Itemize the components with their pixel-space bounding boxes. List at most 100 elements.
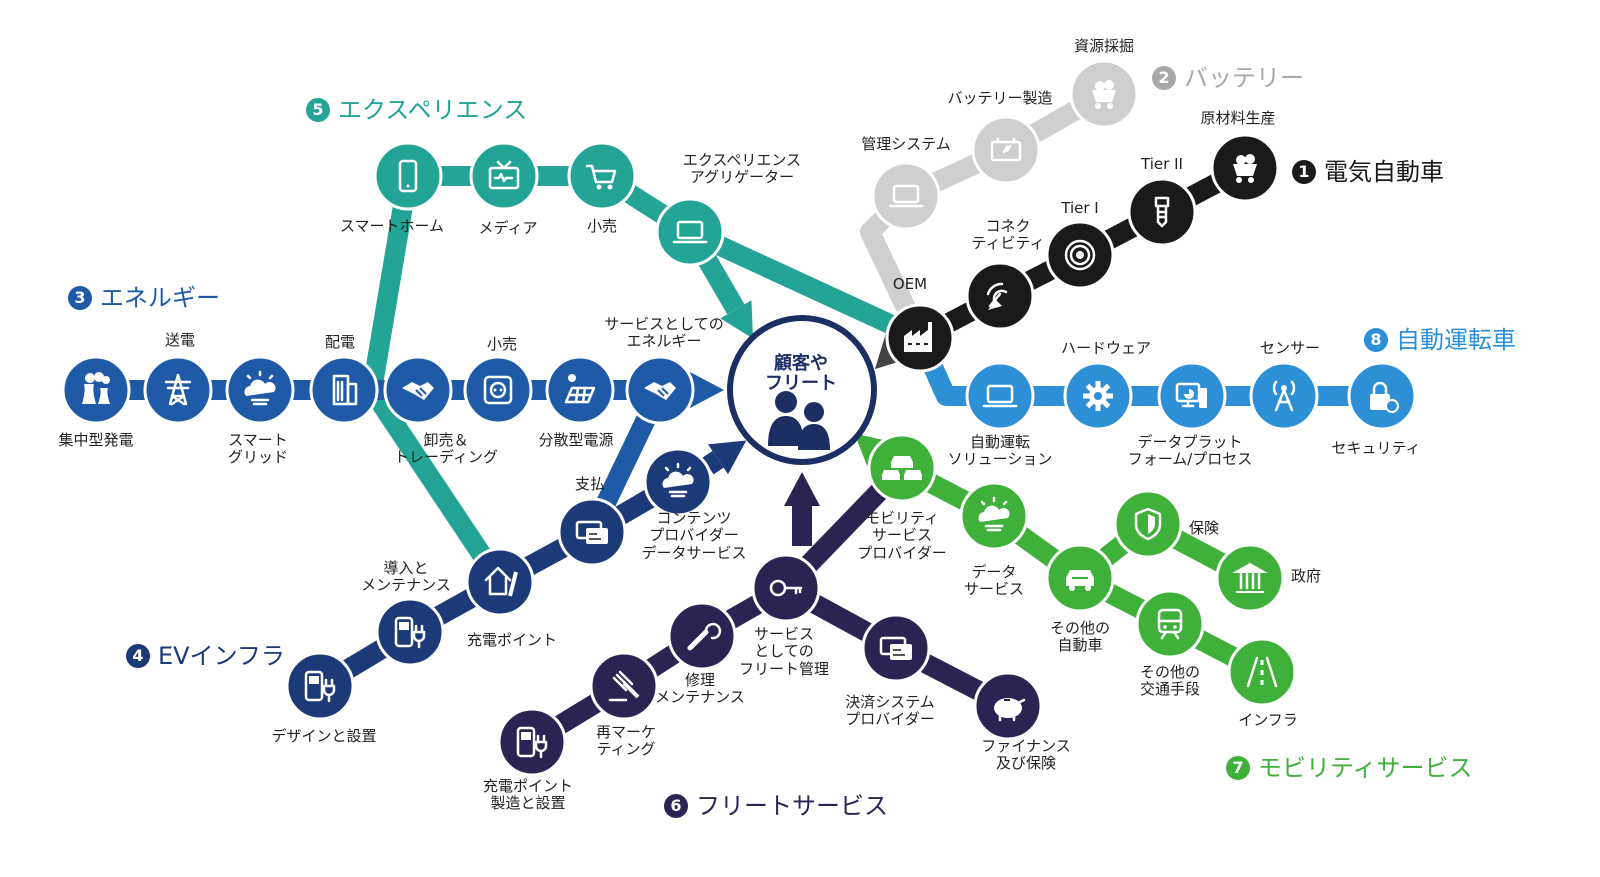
station-label-aggregator: エクスペリエンス アグリゲーター — [682, 151, 802, 187]
station-infra — [1227, 637, 1297, 707]
station-label-insurance: 保険 — [1188, 519, 1220, 537]
station-circle — [309, 355, 379, 425]
outlet-icon — [483, 375, 513, 405]
station-soden — [143, 355, 213, 425]
station-label-fleet_mgmt: サービス としての フリート管理 — [738, 625, 830, 678]
station-circle — [463, 355, 533, 425]
station-circle — [143, 355, 213, 425]
hub-circle — [727, 315, 877, 465]
station-circle — [497, 707, 567, 777]
station-oem — [885, 303, 955, 373]
line-title-text: エネルギー — [100, 284, 220, 312]
station-label-auto_solution: 自動運転 ソリューション — [947, 433, 1053, 469]
power-plant-icon — [82, 372, 110, 404]
car-icon — [1066, 570, 1094, 591]
station-label-genzairyo: 原材料生産 — [1200, 109, 1276, 127]
cloud-icon — [244, 370, 276, 406]
arrow-head-ev_infra — [708, 440, 747, 475]
line-title-text: エクスペリエンス — [338, 96, 528, 124]
line-number-badge: 1 — [1292, 160, 1316, 184]
station-label-connect: コネク ティビティ — [971, 217, 1045, 253]
station-circle — [61, 355, 131, 425]
antenna-icon — [1272, 380, 1296, 412]
cloud-icon — [978, 496, 1010, 532]
cloud-icon — [662, 462, 694, 498]
station-label-kouri_exp: 小売 — [586, 217, 618, 235]
station-circle — [285, 651, 355, 721]
station-other_cars — [1045, 543, 1115, 613]
station-finance — [973, 671, 1043, 741]
station-label-data_service: データ サービス — [963, 563, 1025, 599]
charger-icon — [516, 726, 548, 759]
line-number-badge: 3 — [68, 286, 92, 310]
solar-icon — [564, 374, 596, 404]
card-icon — [575, 520, 608, 544]
station-security — [1347, 361, 1417, 431]
cart-icon — [585, 164, 617, 190]
arrow-head-experience — [720, 300, 754, 339]
station-repair — [667, 601, 737, 671]
people-icon — [768, 391, 830, 450]
station-label-design: デザインと設置 — [271, 727, 377, 745]
line-title-text: フリートサービス — [696, 792, 888, 820]
station-label-bunsan: 分散型電源 — [538, 431, 614, 449]
station-media — [469, 141, 539, 211]
building-icon — [332, 374, 358, 406]
station-kanri — [871, 161, 941, 231]
station-label-mobility_provider: モビリティ サービス プロバイダー — [857, 509, 947, 562]
station-label-kanri: 管理システム — [861, 135, 951, 153]
station-circle — [1215, 543, 1285, 613]
station-circle — [965, 361, 1035, 431]
station-mobility_provider — [867, 433, 937, 503]
station-kouri_exp — [567, 141, 637, 211]
handshake-icon — [402, 382, 434, 400]
station-label-smarthome: スマートホーム — [339, 217, 445, 235]
station-circle — [871, 161, 941, 231]
station-fleet_mgmt — [751, 553, 821, 623]
station-tier2 — [1127, 177, 1197, 247]
station-maintenance — [375, 597, 445, 667]
station-other_transport — [1135, 589, 1205, 659]
station-label-payment_sys: 決済システム プロバイダー — [845, 693, 935, 729]
handshake-icon — [644, 382, 676, 400]
station-circle — [1249, 361, 1319, 431]
factory-icon — [904, 322, 932, 352]
line-title-text: モビリティサービス — [1258, 754, 1473, 782]
station-data_platform — [1157, 361, 1227, 431]
line-number-badge: 7 — [1226, 756, 1250, 780]
station-label-other_cars: その他の 自動車 — [1049, 619, 1111, 655]
line-title-mobility: 7 モビリティサービス — [1226, 748, 1473, 783]
station-connect — [965, 261, 1035, 331]
station-label-shigen: 資源採掘 — [1073, 37, 1135, 55]
line-number-badge: 5 — [306, 98, 330, 122]
station-shuchu — [61, 355, 131, 425]
line-title-text: 自動運転車 — [1396, 326, 1516, 354]
station-label-infra: インフラ — [1238, 711, 1298, 729]
gavel-icon — [608, 670, 640, 702]
charger-icon — [304, 670, 336, 703]
station-oroshi — [383, 355, 453, 425]
arrow-head-fleet — [784, 472, 820, 506]
station-label-payment: 支払 — [574, 475, 606, 493]
line-title-text: バッテリー — [1184, 64, 1304, 92]
station-circle — [965, 261, 1035, 331]
station-data_service — [959, 481, 1029, 551]
station-charge_mfg — [497, 707, 567, 777]
station-circle — [465, 547, 535, 617]
gear-icon — [1083, 381, 1113, 411]
station-genzairyo — [1210, 133, 1280, 203]
station-battery_mfg — [971, 115, 1041, 185]
station-label-government: 政府 — [1290, 567, 1322, 585]
station-government — [1215, 543, 1285, 613]
station-label-soden: 送電 — [164, 331, 196, 349]
station-label-haiden: 配電 — [324, 333, 356, 351]
satellite-icon — [986, 282, 1008, 310]
station-label-charge_mfg: 充電ポイント 製造と設置 — [482, 777, 574, 813]
arrow-shaft-ev_infra — [702, 450, 724, 475]
station-circle — [567, 141, 637, 211]
